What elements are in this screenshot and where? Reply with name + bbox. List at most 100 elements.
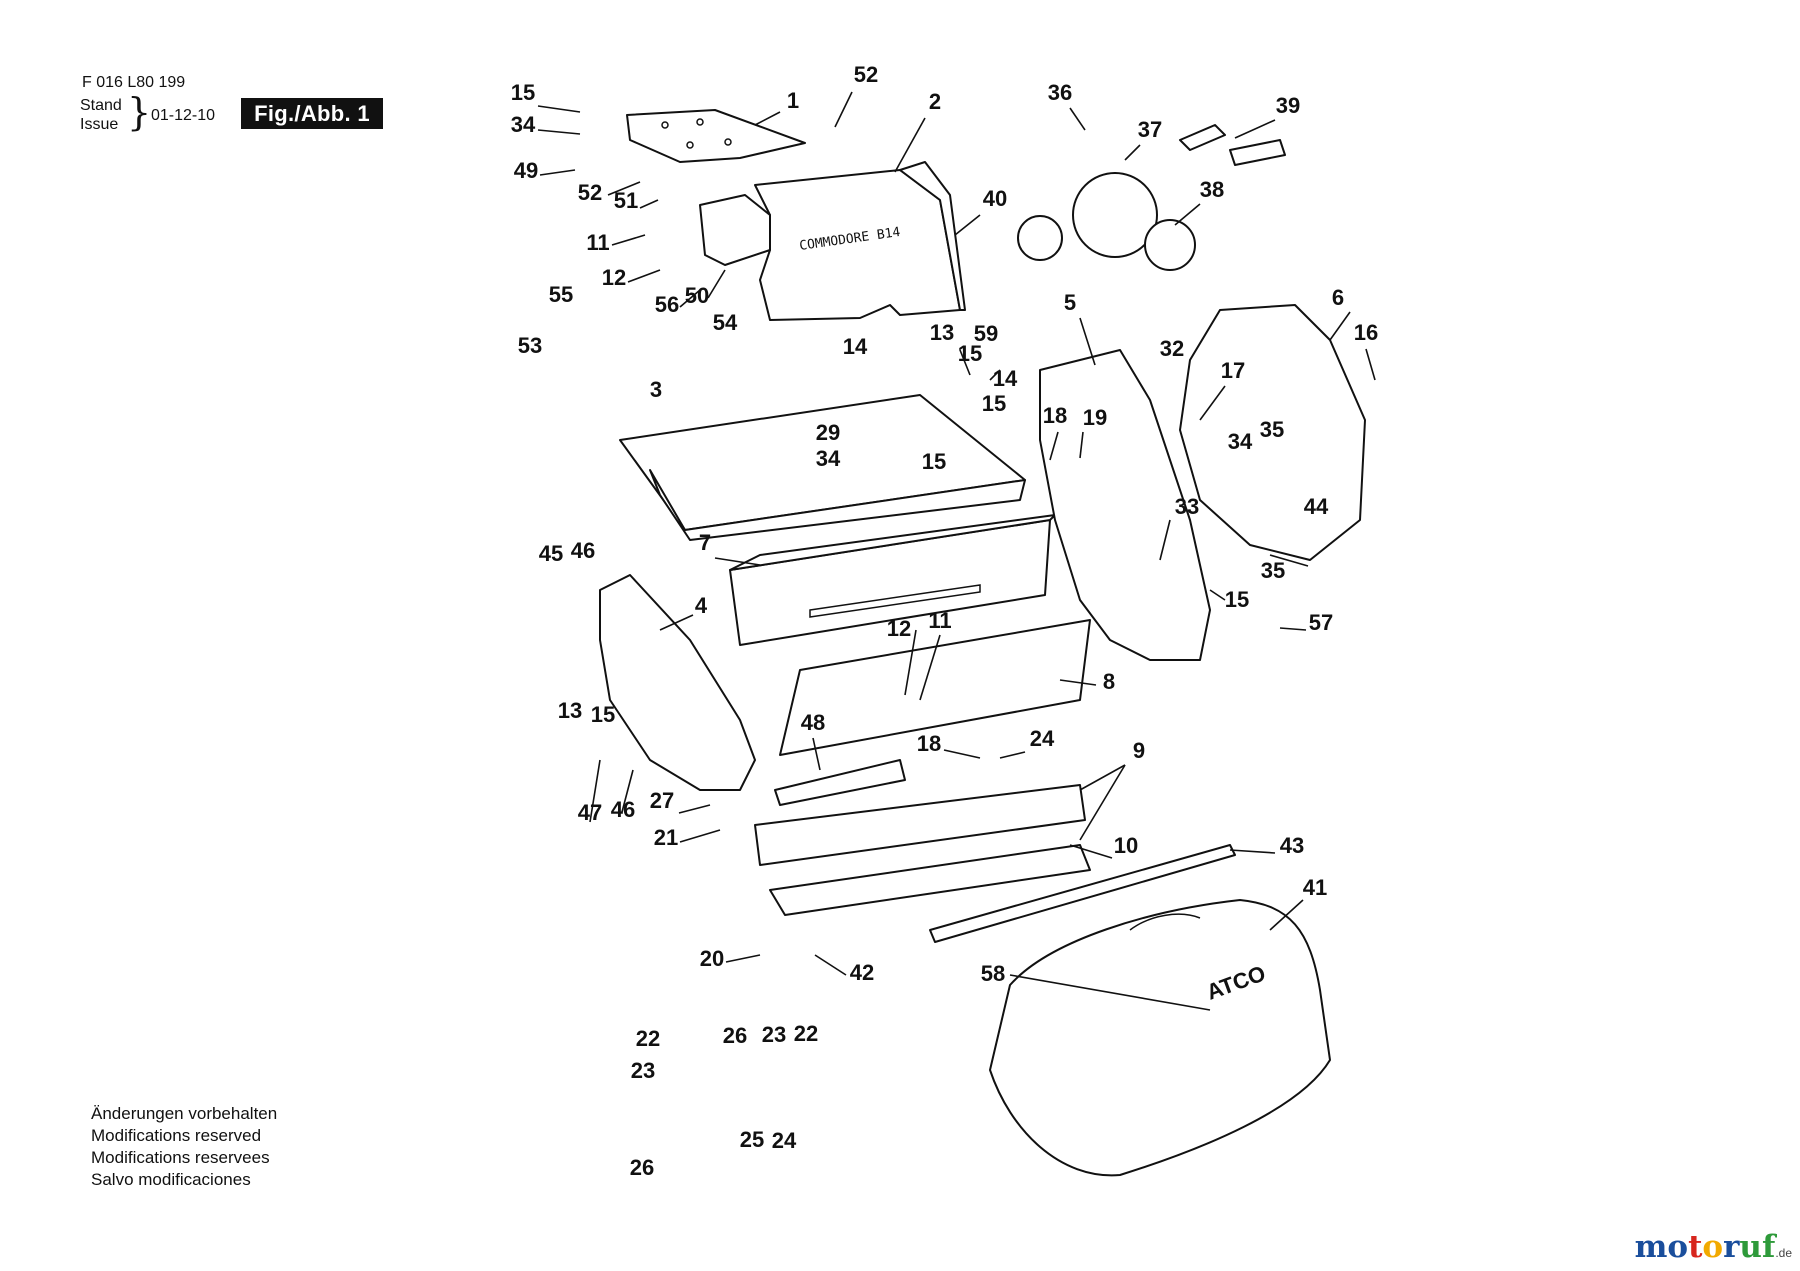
leader-line xyxy=(814,954,847,976)
part-number-label: 52 xyxy=(578,180,602,205)
leader-line xyxy=(1069,107,1086,131)
leader-line xyxy=(537,105,581,113)
part-number-label: 41 xyxy=(1303,875,1327,900)
part-number-label: 18 xyxy=(917,731,941,756)
part-number-label: 35 xyxy=(1260,417,1284,442)
part-number-label: 19 xyxy=(1083,405,1107,430)
part-number-label: 59 xyxy=(974,321,998,346)
part-number-label: 9 xyxy=(1133,738,1145,763)
part-bottom-rails xyxy=(754,759,1091,916)
watermark-letter: o xyxy=(1667,1229,1689,1265)
leader-line xyxy=(894,117,926,173)
part-number-label: 15 xyxy=(1225,587,1249,612)
notes-block: Änderungen vorbehalten Modifications res… xyxy=(91,1103,277,1191)
part-number-label: 49 xyxy=(514,158,538,183)
leader-line xyxy=(1209,589,1226,601)
part-number-label: 54 xyxy=(713,310,738,335)
part-number-label: 40 xyxy=(983,186,1007,211)
leader-line xyxy=(611,234,646,246)
part-grass-box: ATCO xyxy=(989,899,1331,1177)
leader-line xyxy=(1365,348,1376,381)
part-number-label: 46 xyxy=(571,538,595,563)
note-line: Änderungen vorbehalten xyxy=(91,1104,278,1123)
watermark-letter: f xyxy=(1761,1229,1776,1265)
part-number-label: 10 xyxy=(1114,833,1138,858)
part-number-label: 6 xyxy=(1332,285,1344,310)
part-number-label: 15 xyxy=(922,449,946,474)
part-number-label: 34 xyxy=(511,112,536,137)
leader-line xyxy=(1269,554,1309,567)
leader-line xyxy=(1069,844,1113,859)
part-number-label: 13 xyxy=(558,698,582,723)
leader-line xyxy=(659,614,694,631)
note-line: Modifications reserved xyxy=(91,1126,262,1145)
leader-line xyxy=(1079,764,1126,791)
part-cover-hood: COMMODORE B14 xyxy=(754,161,966,321)
part-number-label: 39 xyxy=(1276,93,1300,118)
leader-line xyxy=(943,749,981,759)
issue-label: Issue xyxy=(80,116,119,133)
part-chain-sprockets xyxy=(1017,124,1286,271)
part-number-label: 16 xyxy=(1354,320,1378,345)
part-cutter-bar xyxy=(929,844,1236,943)
leader-line xyxy=(1199,385,1226,421)
leader-line xyxy=(754,111,781,126)
part-number-label: 24 xyxy=(1030,726,1055,751)
part-number-label: 51 xyxy=(614,188,638,213)
note-line: Modifications reservees xyxy=(91,1148,270,1167)
figure-badge: Fig./Abb. 1 xyxy=(241,98,383,129)
part-number-label: 45 xyxy=(539,541,563,566)
part-number-label: 50 xyxy=(685,283,709,308)
part-number-label: 1 xyxy=(787,88,799,113)
part-number-label: 4 xyxy=(695,593,708,618)
part-number-label: 3 xyxy=(650,377,662,402)
part-number-label: 5 xyxy=(1064,290,1076,315)
part-number-label: 37 xyxy=(1138,117,1162,142)
leader-line xyxy=(725,954,761,963)
part-number-label: 38 xyxy=(1200,177,1224,202)
leader-line xyxy=(1049,431,1059,461)
part-number-label: 23 xyxy=(762,1022,786,1047)
leader-line xyxy=(607,181,641,196)
part-number-label: 11 xyxy=(928,608,951,633)
part-number-label: 36 xyxy=(1048,80,1072,105)
part-number-label: 35 xyxy=(1261,558,1285,583)
stand-label: Stand xyxy=(80,97,122,114)
part-number-label: 8 xyxy=(1103,669,1115,694)
leader-line xyxy=(639,199,659,209)
part-left-side-plate xyxy=(599,574,756,791)
part-number-label: 18 xyxy=(1043,403,1067,428)
leader-line xyxy=(1279,627,1307,631)
part-right-side-plate xyxy=(1039,349,1211,661)
leader-lines xyxy=(537,91,1376,1011)
part-side-flap xyxy=(699,194,771,266)
leader-line xyxy=(679,829,721,843)
part-number-label: 13 xyxy=(930,320,954,345)
leader-line xyxy=(589,759,601,823)
leader-line xyxy=(1234,119,1276,139)
watermark-logo: motoruf.de xyxy=(1635,1229,1792,1265)
part-number-label: 27 xyxy=(650,788,674,813)
leader-line xyxy=(1079,317,1096,366)
part-number-label: 52 xyxy=(854,62,878,87)
leader-line xyxy=(904,629,917,696)
leader-line xyxy=(1329,311,1351,341)
part-number-label: 32 xyxy=(1160,336,1184,361)
part-number-label: 22 xyxy=(794,1021,818,1046)
part-cross-bar xyxy=(729,514,1056,646)
leader-line xyxy=(537,129,581,135)
part-number-label: 55 xyxy=(549,282,573,307)
part-top-deck xyxy=(619,394,1026,541)
leader-line xyxy=(1174,203,1201,226)
part-number-label: 57 xyxy=(1309,610,1333,635)
part-number-label: 15 xyxy=(511,80,535,105)
part-number-label: 14 xyxy=(993,366,1018,391)
leader-line xyxy=(999,751,1026,759)
part-number-label: 56 xyxy=(655,292,679,317)
part-number-label: 15 xyxy=(591,702,615,727)
part-number-label: 21 xyxy=(654,825,678,850)
leader-line xyxy=(1059,679,1097,686)
leader-line xyxy=(1079,431,1084,459)
issue-date: 01-12-10 xyxy=(151,107,216,124)
part-number-label: 29 xyxy=(816,420,840,445)
